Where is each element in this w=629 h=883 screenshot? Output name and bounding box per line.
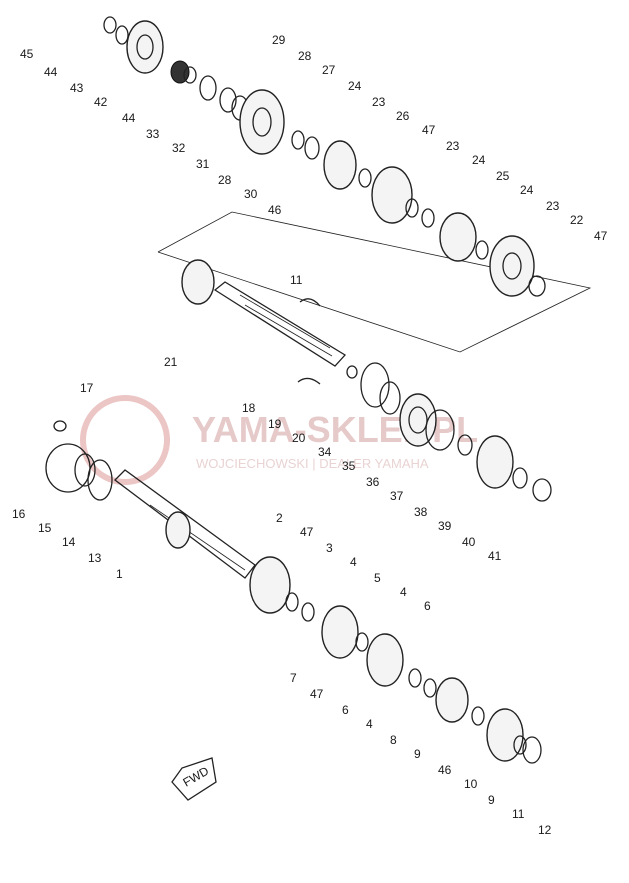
callout: 22 xyxy=(570,213,584,227)
callout: 8 xyxy=(390,733,397,747)
callout: 45 xyxy=(20,47,34,61)
callout: 4 xyxy=(366,717,373,731)
upper-shaft-parts xyxy=(103,16,546,297)
watermark-subline: WOJCIECHOWSKI | DEALER YAMAHA xyxy=(196,456,429,471)
callout: 6 xyxy=(424,599,431,613)
callout: 31 xyxy=(196,157,210,171)
callout: 34 xyxy=(318,445,332,459)
callout: 47 xyxy=(310,687,324,701)
callout: 36 xyxy=(366,475,380,489)
callout: 6 xyxy=(342,703,349,717)
lower-shaft xyxy=(45,420,542,764)
callout: 29 xyxy=(272,33,286,47)
callout: 37 xyxy=(390,489,404,503)
callout: 13 xyxy=(88,551,102,565)
callout: 44 xyxy=(122,111,136,125)
callout: 15 xyxy=(38,521,52,535)
callout: 10 xyxy=(464,777,478,791)
callout: 42 xyxy=(94,95,108,109)
callout: 47 xyxy=(300,525,314,539)
callout: 21 xyxy=(164,355,178,369)
fwd-arrow-icon: FWD xyxy=(171,757,217,801)
callout: 7 xyxy=(290,671,297,685)
callout: 16 xyxy=(12,507,26,521)
callout: 3 xyxy=(326,541,333,555)
callout: 17 xyxy=(80,381,94,395)
callout: 5 xyxy=(374,571,381,585)
callout: 46 xyxy=(438,763,452,777)
callout: 46 xyxy=(268,203,282,217)
callout: 35 xyxy=(342,459,356,473)
main-axle xyxy=(181,259,552,502)
callout: 11 xyxy=(290,273,303,287)
callout: 27 xyxy=(322,63,336,77)
callout: 28 xyxy=(218,173,232,187)
callout: 24 xyxy=(472,153,486,167)
callout: 9 xyxy=(488,793,495,807)
callout: 43 xyxy=(70,81,84,95)
callout: 25 xyxy=(496,169,510,183)
callout: 44 xyxy=(44,65,58,79)
callout: 19 xyxy=(268,417,282,431)
callout: 24 xyxy=(520,183,534,197)
callout: 20 xyxy=(292,431,306,445)
callout: 33 xyxy=(146,127,160,141)
callout: 30 xyxy=(244,187,258,201)
callout: 40 xyxy=(462,535,476,549)
callout: 23 xyxy=(372,95,386,109)
callout: 38 xyxy=(414,505,428,519)
callout: 23 xyxy=(546,199,560,213)
callout: 41 xyxy=(488,549,502,563)
callout: 2 xyxy=(276,511,283,525)
callout: 1 xyxy=(116,567,123,581)
callout: 18 xyxy=(242,401,256,415)
callout: 9 xyxy=(414,747,421,761)
callout: 39 xyxy=(438,519,452,533)
callout: 12 xyxy=(538,823,552,837)
group-outline xyxy=(157,211,592,353)
callout: 24 xyxy=(348,79,362,93)
callout: 47 xyxy=(422,123,436,137)
callout: 26 xyxy=(396,109,410,123)
callout: 14 xyxy=(62,535,76,549)
callout: 4 xyxy=(350,555,357,569)
callout: 23 xyxy=(446,139,460,153)
callout-labels: 45 44 43 42 44 33 32 31 28 30 46 29 28 2… xyxy=(12,33,608,837)
callout: 11 xyxy=(512,807,525,821)
callout: 32 xyxy=(172,141,186,155)
callout: 4 xyxy=(400,585,407,599)
callout: 28 xyxy=(298,49,312,63)
callout: 47 xyxy=(594,229,608,243)
